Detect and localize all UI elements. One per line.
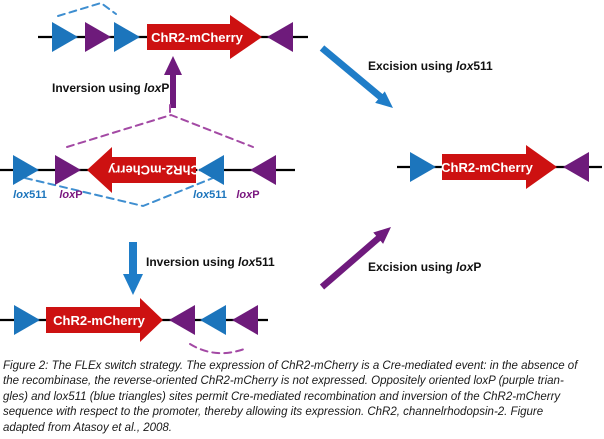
lox511-site-triangle: [200, 305, 226, 335]
lox511-site-triangle: [198, 155, 224, 185]
gene-label: ChR2-mCherry: [151, 30, 244, 45]
loxp-excision-bracket-dashed: [189, 343, 248, 355]
loxp-site-label: loxP: [236, 189, 259, 201]
inversion-loxp-label: Inversion using loxP: [52, 81, 169, 95]
caption-line: adapted from Atasoy et al., 2008.: [3, 421, 172, 434]
inversion-lox511-arrow: [123, 242, 143, 295]
arrow-shaft: [319, 45, 386, 102]
construct-middle-left: ChR2-mCherry lox511 loxP lox511 loxP: [0, 104, 295, 208]
lox511-site-triangle: [14, 305, 40, 335]
figure-caption: Figure 2: The FLEx switch strategy. The …: [3, 359, 601, 436]
loxp-site-triangle: [169, 305, 195, 335]
arrow-head: [164, 56, 182, 75]
lox511-site-triangle: [52, 22, 78, 52]
caption-line: sequence with respect to the promoter, t…: [3, 406, 544, 419]
loxp-site-triangle: [85, 22, 111, 52]
caption-line: Figure 2: The FLEx switch strategy. The …: [3, 360, 578, 372]
lox511-site-triangle: [410, 152, 436, 182]
gene-label: ChR2-mCherry: [53, 313, 146, 328]
construct-top: ChR2-mCherry: [38, 1, 308, 59]
arrow-shaft: [319, 233, 384, 290]
lox511-site-label: lox511: [193, 189, 227, 201]
gene-label-reversed: ChR2-mCherry: [107, 162, 200, 177]
lox511-site-triangle: [13, 155, 39, 185]
chr2-mcherry-arrow: [147, 15, 262, 59]
loxp-site-triangle: [563, 152, 589, 182]
construct-bottom: ChR2-mCherry: [0, 298, 268, 355]
caption-line: gles) and lox511 (blue triangles) sites …: [3, 390, 561, 403]
excision-lox511-label: Excision using lox511: [368, 59, 493, 73]
lox511-site-triangle: [114, 22, 140, 52]
lox511-excision-bracket-dashed: [57, 1, 117, 17]
construct-right: ChR2-mCherry: [397, 145, 602, 189]
arrow-head: [375, 91, 393, 108]
loxp-site-label: loxP: [59, 189, 82, 201]
lox511-inversion-bracket-dashed: [24, 177, 214, 208]
loxp-site-triangle: [250, 155, 276, 185]
excision-loxp-arrow: [319, 227, 391, 290]
loxp-site-triangle: [232, 305, 258, 335]
gene-label: ChR2-mCherry: [441, 160, 534, 175]
loxp-site-triangle: [267, 22, 293, 52]
inversion-lox511-label: Inversion using lox511: [146, 255, 275, 269]
arrow-head: [373, 227, 391, 244]
lox511-site-label: lox511: [13, 189, 47, 201]
arrow-head: [123, 274, 143, 295]
flex-switch-diagram: ChR2-mCherry Inversion using loxP Excisi…: [0, 1, 602, 355]
excision-loxp-label: Excision using loxP: [368, 260, 481, 274]
loxp-inversion-bracket-dashed: [66, 113, 254, 148]
loxp-site-triangle: [55, 155, 81, 185]
chr2-mcherry-arrow: [46, 298, 163, 342]
chr2-mcherry-arrow-reversed: [87, 147, 196, 193]
excision-lox511-arrow: [319, 45, 393, 108]
inversion-loxp-arrow: [164, 56, 182, 108]
chr2-mcherry-arrow: [442, 145, 557, 189]
caption-line: the recombinase, the reverse-oriented Ch…: [3, 375, 564, 388]
